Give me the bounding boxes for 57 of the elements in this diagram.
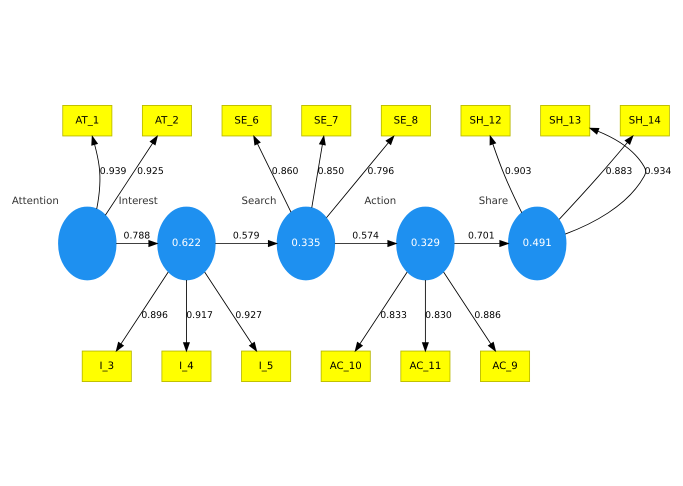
node-ellipse: 0.329 [396,206,455,280]
node-label: Interest [118,196,158,207]
edge-label: 0.925 [137,165,164,176]
arrow [354,271,408,352]
node-box: I_5 [241,350,292,382]
edge-label: 0.796 [368,165,394,176]
edge-label: 0.939 [100,165,126,176]
node-label: Search [242,196,276,207]
node-box: I_4 [161,350,212,382]
node-label: Action [364,196,396,207]
arrow [454,239,510,247]
node-box: AC_10 [320,350,371,382]
arrow [443,271,496,352]
arrow [204,271,258,352]
node-ellipse: 0.622 [157,206,216,280]
edge-label: 0.896 [141,309,168,320]
edge-label: 0.860 [272,165,298,176]
node-box: AT_1 [62,104,112,136]
node-label: Share [478,196,508,207]
arrow [490,134,522,213]
edge-label: 0.850 [318,165,344,176]
node-label: Attention [12,196,59,207]
node-box: SE_8 [380,104,431,136]
arrow [91,134,100,209]
node-circle [58,206,117,280]
node-box: SH_12 [460,104,511,136]
node-box: AC_11 [400,350,450,382]
node-ellipse: 0.491 [508,206,566,280]
node-ellipse: 0.335 [276,206,336,280]
arrow [564,127,646,234]
edge-label: 0.833 [380,309,407,320]
arrow [105,134,158,216]
arrow [214,239,278,247]
node-box: I_3 [82,350,132,382]
edge-label: 0.579 [232,230,260,241]
arrow [182,279,190,352]
arrow [422,279,429,352]
edge-label: 0.574 [352,230,379,241]
arrow [311,134,326,208]
arrow [253,134,292,212]
arrow [558,134,634,220]
node-box: SH_13 [540,104,590,136]
edge-label: 0.903 [504,165,532,176]
node-box: SH_14 [620,104,670,136]
arrow [116,271,169,352]
node-box: AT_2 [142,104,192,136]
edge-label: 0.788 [124,230,150,241]
arrow [326,134,395,218]
edge-label: 0.927 [235,309,262,320]
node-box: SE_6 [222,104,272,136]
arrow [334,239,398,247]
edge-label: 0.883 [606,165,632,176]
node-box: SE_7 [301,104,352,136]
arrow [116,239,159,247]
node-box: AC_9 [480,350,530,382]
edge-label: 0.701 [468,230,495,241]
edge-label: 0.886 [474,309,501,320]
